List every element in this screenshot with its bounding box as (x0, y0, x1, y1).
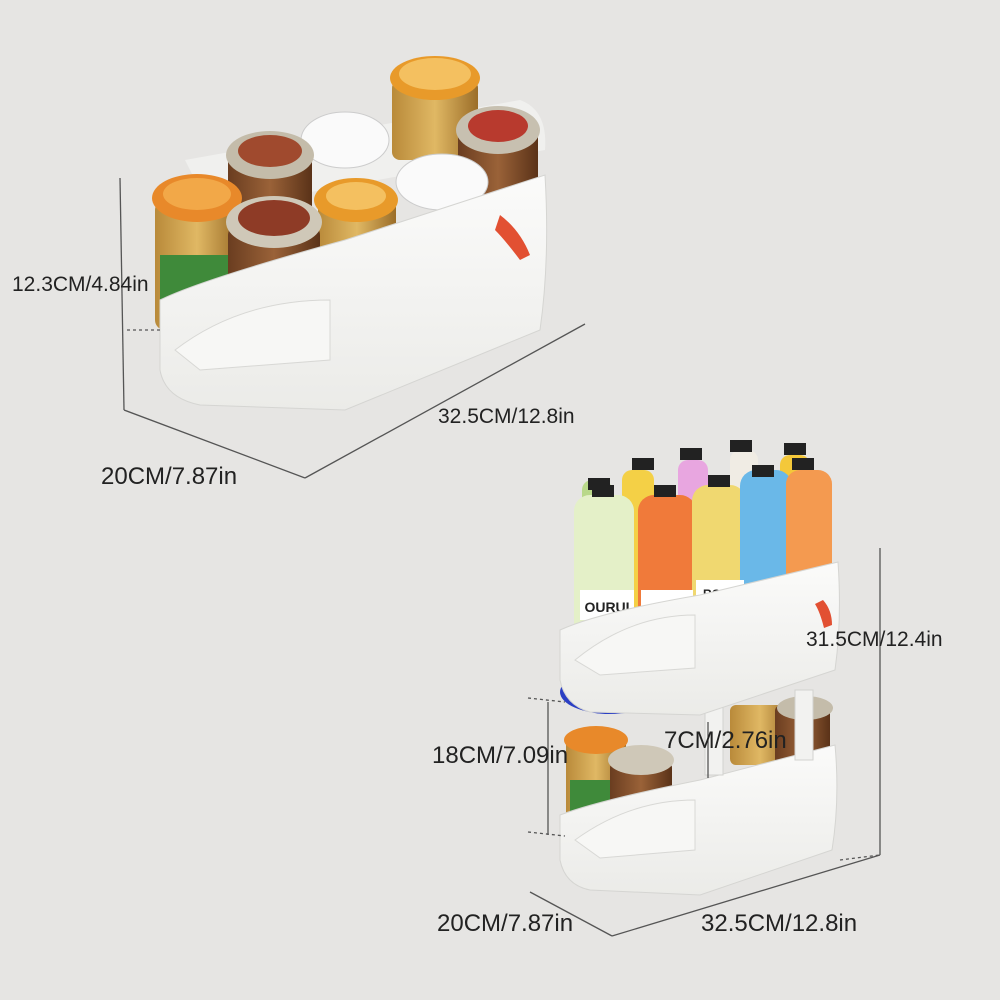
double-tier-height-label: 18CM/7.09in (432, 742, 569, 769)
double-gap-label: 7CM/2.76in (664, 727, 787, 754)
double-width-label: 20CM/7.87in (437, 910, 574, 937)
single-tier-organizer (152, 56, 548, 411)
jar-dark-lid-right (456, 106, 540, 200)
double-length-label: 32.5CM/12.8in (701, 910, 858, 937)
single-tier-dimension-lines (119, 177, 586, 479)
lower-tier-front-face (559, 744, 838, 896)
single-height-label: 12.3CM/4.84in (12, 273, 149, 296)
jar-orange-lid-back (390, 56, 480, 160)
single-width-label: 20CM/7.87in (101, 463, 238, 490)
jar-white-cloth-1 (300, 111, 390, 169)
single-length-label: 32.5CM/12.8in (438, 405, 575, 428)
upper-tier-front-face (559, 561, 840, 716)
double-tier-dimension-lines (527, 548, 881, 937)
double-tier-organizer: OURUI ROSE (559, 440, 840, 896)
double-total-height-label: 31.5CM/12.4in (806, 628, 943, 651)
